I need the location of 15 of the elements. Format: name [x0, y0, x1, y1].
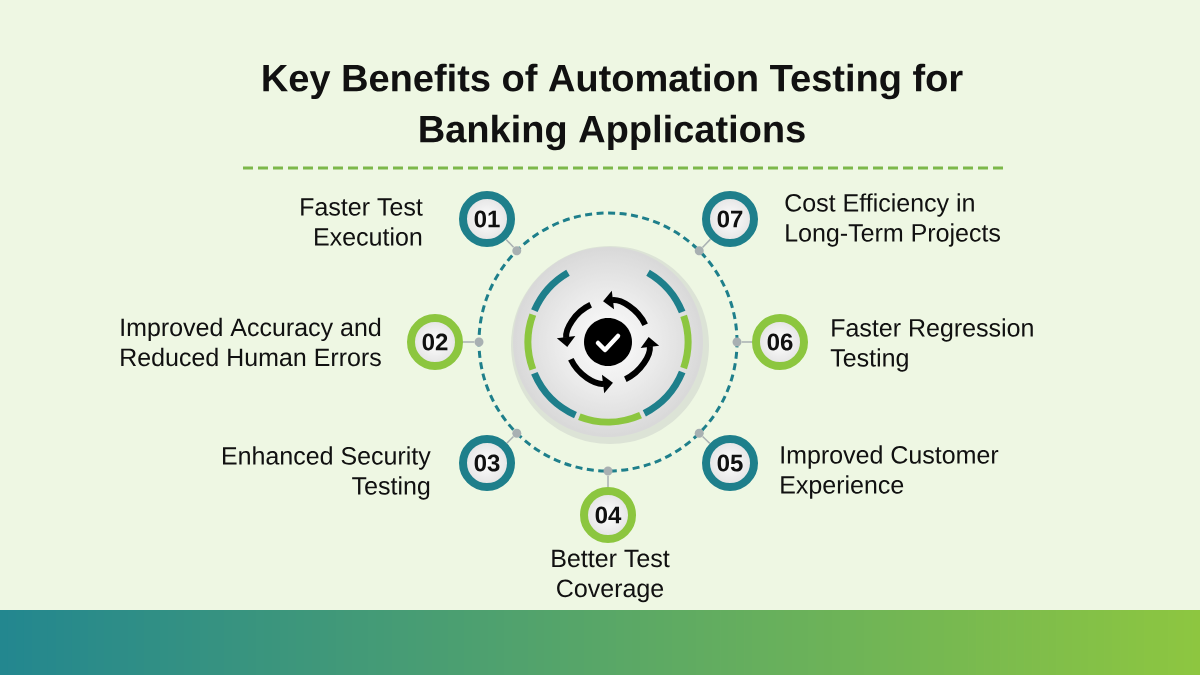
connector-line: [506, 435, 515, 444]
benefit-text: Better Test Coverage: [552, 549, 670, 603]
benefit-text: Enhanced Security Testing: [223, 446, 431, 500]
connector-line: [462, 341, 476, 343]
connector-line: [701, 238, 712, 249]
benefit-text: Improved Customer Experience: [781, 445, 999, 499]
benefit-text: Cost Efficiency in Long-Term Projects: [785, 193, 1000, 247]
benefit-text: Faster Test Execution: [301, 198, 423, 246]
benefit-text: Improved Accuracy and Reduced Human Errors: [121, 317, 381, 367]
benefit-text: Faster Regression Testing: [830, 318, 1033, 372]
title: Key Benefits of Automation Testing for Banking Applications: [263, 63, 963, 151]
connector-line: [607, 474, 609, 488]
connector-line: [740, 341, 753, 343]
connector-line: [505, 238, 515, 249]
connector-line: [701, 435, 711, 445]
